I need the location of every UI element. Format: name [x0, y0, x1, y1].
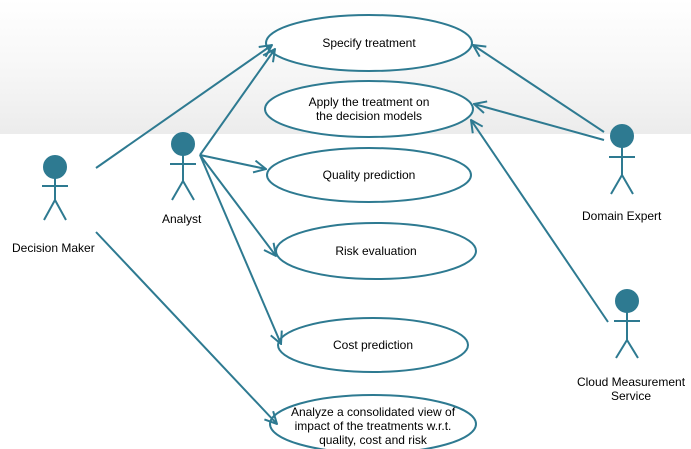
consolidated-view-line2: impact of the treatments w.r.t. [294, 419, 452, 433]
cloud-service-label-line1: Cloud Measurement [576, 375, 686, 389]
actor-domain-expert [609, 124, 635, 195]
use-case-quality-prediction[interactable] [266, 147, 472, 203]
cloud-service-label-line2: Service [610, 389, 651, 403]
quality-prediction-label: Quality prediction [322, 168, 416, 182]
cloud-service-label: Cloud Measurement Service [572, 375, 690, 403]
actor-head [610, 124, 634, 148]
decision-maker-label: Decision Maker [12, 241, 95, 255]
actor-head [171, 132, 195, 156]
domain-expert-label: Domain Expert [582, 209, 662, 223]
specify-treatment-label: Specify treatment [322, 36, 416, 50]
arrow-decision-maker-consolidated [95, 231, 277, 424]
actor-cloud-measurement-service [614, 289, 640, 359]
apply-treatment-label: Apply the treatment on the decision mode… [309, 95, 430, 123]
use-case-specify-treatment[interactable] [265, 14, 473, 72]
apply-treatment-line1: Apply the treatment on [308, 95, 430, 109]
actor-head [43, 155, 67, 179]
arrow-domain-expert-apply [474, 104, 605, 141]
consolidated-view-label: Analyze a consolidated view of impact of… [291, 405, 455, 447]
arrow-domain-expert-specify [473, 45, 605, 133]
consolidated-view-line3: quality, cost and risk [319, 433, 427, 447]
cost-prediction-label: Cost prediction [332, 338, 414, 352]
arrow-analyst-specify [199, 49, 275, 156]
arrow-analyst-quality [199, 154, 266, 169]
arrow-cloud-service-apply [471, 120, 609, 323]
arrow-decision-maker-specify [95, 45, 272, 169]
analyst-label: Analyst [162, 212, 202, 226]
arrow-analyst-risk [199, 154, 276, 256]
risk-evaluation-label: Risk evaluation [335, 244, 417, 258]
consolidated-view-line1: Analyze a consolidated view of [290, 405, 456, 419]
arrow-analyst-cost [199, 154, 281, 344]
actor-head [615, 289, 639, 313]
apply-treatment-line2: the decision models [315, 109, 423, 123]
actor-decision-maker [42, 155, 68, 221]
actor-analyst [170, 132, 196, 201]
